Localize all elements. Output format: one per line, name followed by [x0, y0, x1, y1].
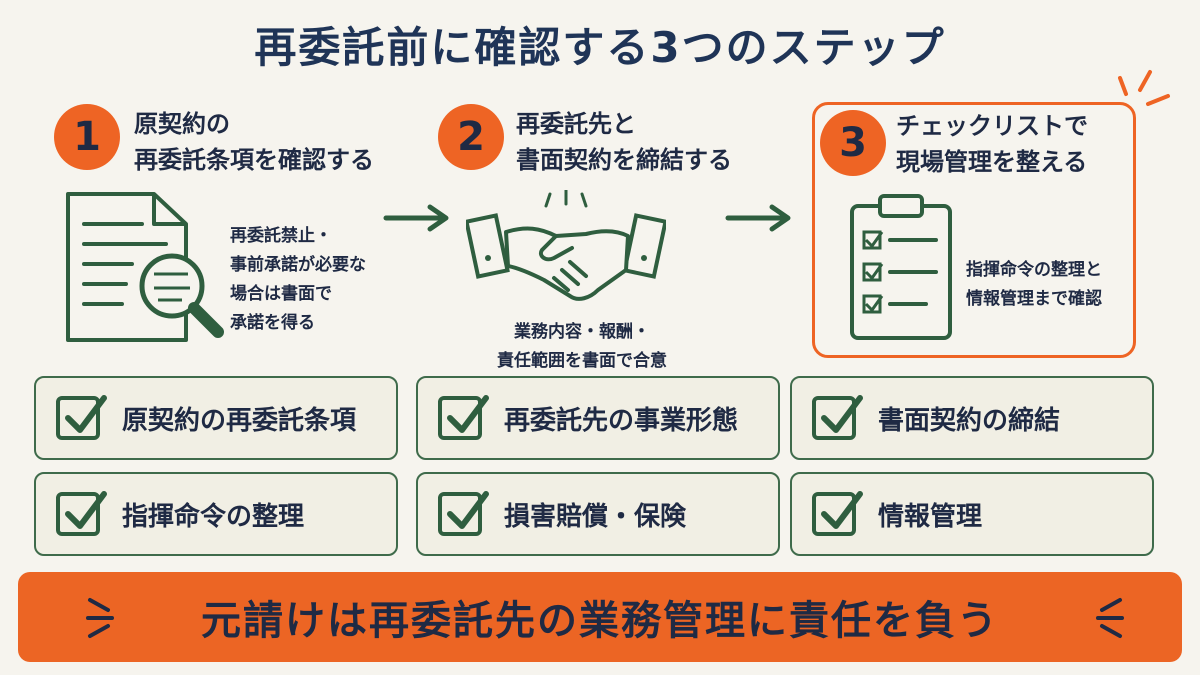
- checklist-item-label: 損害賠償・保険: [504, 501, 687, 532]
- checklist-item: 情報管理: [790, 472, 1154, 556]
- emphasis-lines-left-icon: [86, 598, 114, 638]
- summary-banner: 元請けは再委託先の業務管理に責任を負う: [18, 572, 1182, 662]
- step-3-title-line-1: チェックリストで: [896, 112, 1088, 140]
- step-3-title-line-2: 現場管理を整える: [896, 148, 1088, 176]
- checklist-item: 原契約の再委託条項: [34, 376, 398, 460]
- step-3-highlight-box: [812, 102, 1136, 358]
- page-title: 再委託前に確認する3つのステップ: [254, 23, 946, 72]
- checklist-item-label: 指揮命令の整理: [122, 501, 305, 532]
- checkbox-checked-icon: [812, 395, 863, 440]
- step-1-note: 再委託禁止・ 事前承諾が必要な 場合は書面で 承諾を得る: [230, 222, 366, 338]
- step-1-note-line-3: 場合は書面で: [230, 284, 332, 304]
- emphasis-lines-right-icon: [1096, 598, 1124, 638]
- step-1-badge: 1: [54, 104, 120, 170]
- step-2-badge: 2: [438, 104, 504, 170]
- checklist-item-label: 情報管理: [878, 501, 983, 532]
- arrow-right-icon: [725, 204, 791, 232]
- checkbox-checked-icon: [438, 395, 489, 440]
- checklist-item: 書面契約の締結: [790, 376, 1154, 460]
- emphasis-sparkle-icon: [1118, 70, 1170, 106]
- step-1-title-line-1: 原契約の: [134, 110, 230, 138]
- step-2-note-line-2: 責任範囲を書面で合意: [497, 351, 667, 371]
- step-2-title: 再委託先と 書面契約を締結する: [516, 106, 732, 178]
- checklist-item: 指揮命令の整理: [34, 472, 398, 556]
- checklist-item-label: 書面契約の締結: [878, 405, 1061, 436]
- step-3-badge: 3: [820, 110, 886, 176]
- arrow-right-icon: [383, 204, 449, 232]
- checklist-item-label: 原契約の再委託条項: [122, 405, 357, 436]
- step-2-note: 業務内容・報酬・ 責任範囲を書面で合意: [482, 318, 682, 376]
- step-1-note-line-1: 再委託禁止・: [230, 226, 332, 246]
- clipboard-checklist-icon: [850, 194, 952, 340]
- checklist-item: 損害賠償・保険: [416, 472, 780, 556]
- document-magnifier-icon: [66, 192, 224, 342]
- checkbox-checked-icon: [56, 491, 107, 536]
- step-2-title-line-2: 書面契約を締結する: [516, 146, 732, 174]
- step-1-note-line-4: 承諾を得る: [230, 313, 315, 333]
- checkbox-checked-icon: [56, 395, 107, 440]
- summary-banner-text: 元請けは再委託先の業務管理に責任を負う: [201, 598, 999, 644]
- checkbox-checked-icon: [812, 491, 863, 536]
- handshake-icon: [466, 190, 666, 301]
- step-2-note-line-1: 業務内容・報酬・: [514, 322, 650, 342]
- step-2-title-line-1: 再委託先と: [516, 110, 636, 138]
- checkbox-checked-icon: [438, 491, 489, 536]
- step-3-note-line-1: 指揮命令の整理と: [966, 260, 1102, 280]
- step-3-note-line-2: 情報管理まで確認: [966, 289, 1102, 309]
- step-3-title: チェックリストで 現場管理を整える: [896, 108, 1088, 180]
- checklist-item: 再委託先の事業形態: [416, 376, 780, 460]
- step-3-note: 指揮命令の整理と 情報管理まで確認: [966, 256, 1102, 314]
- step-1-title-line-2: 再委託条項を確認する: [134, 146, 374, 174]
- step-1-title: 原契約の 再委託条項を確認する: [134, 106, 374, 178]
- checklist-item-label: 再委託先の事業形態: [504, 405, 739, 436]
- step-1-note-line-2: 事前承諾が必要な: [230, 255, 366, 275]
